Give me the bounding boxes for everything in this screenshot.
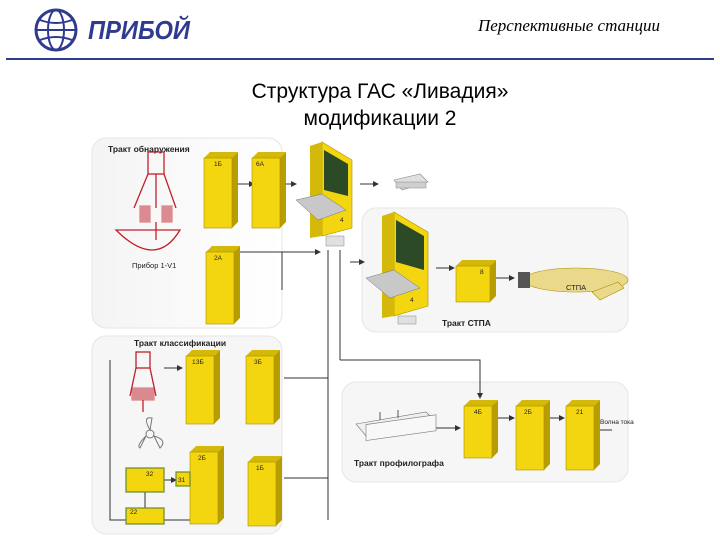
side-note: Волна тока [600, 419, 634, 426]
small-block-31-label: 31 [178, 477, 186, 484]
profilograph-transducer [355, 410, 437, 441]
cabinet-1b: 1Б [203, 152, 238, 229]
cabinet-4b-label: 4Б [474, 409, 482, 416]
stpa-unit-label: 8 [480, 269, 484, 276]
small-block-31: 31 [175, 471, 191, 487]
cabinet-2b-right-label: 2Б [524, 409, 532, 416]
tract-classification-label: Тракт классификации [134, 338, 226, 348]
cabinet-2a-label: 2А [214, 255, 223, 262]
classification-antenna-device [129, 351, 157, 412]
cabinet-2a: 2А [205, 246, 240, 325]
tract-profilograph-label: Тракт профилографа [354, 458, 444, 468]
cabinet-3b: 3Б [245, 350, 280, 425]
tract-detection-label: Тракт обнаружения [108, 144, 190, 154]
stpa-pod-label: СТПА [566, 283, 586, 292]
cabinet-21-label: 21 [576, 409, 584, 416]
cabinet-1zb: 1ЗБ [185, 350, 220, 425]
cabinet-1zb-label: 1ЗБ [192, 359, 204, 366]
cabinet-1b-label: 1Б [214, 161, 222, 168]
cabinet-6a-label: 6А [256, 161, 265, 168]
console-2-label: 4 [410, 297, 414, 304]
header-divider [6, 58, 714, 60]
operator-console-2: 4 [365, 211, 429, 325]
small-block-32: 32 [125, 467, 165, 493]
operator-console-1: 4 [295, 141, 353, 247]
printer-device [393, 173, 429, 191]
slide-title: Структура ГАС «Ливадия» модификации 2 [0, 78, 720, 132]
cabinet-1b-lower-label: 1Б [256, 465, 264, 472]
slide-title-line2: модификации 2 [303, 107, 457, 130]
propeller-icon [138, 417, 164, 449]
device-label: Прибор 1-V1 [132, 261, 176, 270]
company-logo: ПРИБОЙ [88, 15, 191, 44]
cabinet-21: 21 [565, 400, 600, 471]
cabinet-2b-right: 2Б [515, 400, 550, 471]
cabinet-6a: 6А [251, 152, 286, 229]
logo-text: ПРИБОЙ [88, 15, 191, 44]
tract-stpa-label: Тракт СТПА [442, 318, 491, 328]
slide-header: ПРИБОЙ Перспективные станции [0, 0, 720, 62]
small-block-32-label: 32 [146, 471, 154, 478]
cabinet-2b: 2Б [189, 446, 224, 525]
cabinet-2b-label: 2Б [198, 455, 206, 462]
small-block-22-label: 22 [130, 509, 138, 516]
globe-logo-icon [34, 8, 78, 52]
small-block-22: 22 [125, 507, 165, 525]
cabinet-4b: 4Б [463, 400, 498, 459]
console-1-label: 4 [340, 217, 344, 224]
cabinet-3b-label: 3Б [254, 359, 262, 366]
slide-title-line1: Структура ГАС «Ливадия» [251, 80, 509, 103]
stpa-towed-pod: СТПА [518, 267, 629, 301]
stpa-unit-box: 8 [455, 260, 496, 303]
cabinet-1b-lower: 1Б [247, 456, 282, 527]
header-title: Перспективные станции [477, 16, 660, 35]
detection-antenna-device [114, 151, 182, 251]
